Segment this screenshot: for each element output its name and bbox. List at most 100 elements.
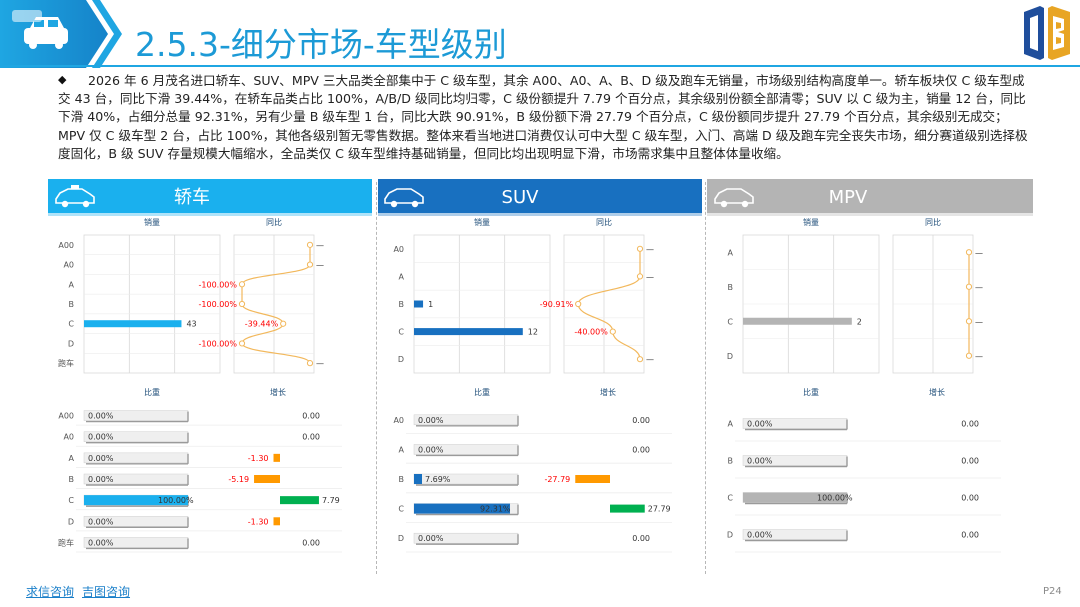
yoy-point — [609, 328, 616, 335]
page-title: 2.5.3-细分市场-车型级别 — [135, 25, 507, 64]
category-label: D — [398, 534, 404, 543]
share-value-label: 100.00% — [817, 494, 853, 503]
category-label: A — [69, 454, 75, 463]
header-chevron — [92, 0, 122, 68]
category-label: A0 — [393, 416, 404, 425]
category-label: A00 — [58, 412, 74, 421]
share-value-label: 7.69% — [425, 475, 451, 484]
growth-bar — [280, 496, 319, 505]
panel-mpv-chart-svg: MPV销量同比比重增长AABBCCDD2————0.00%0.00%100.00… — [707, 179, 1033, 553]
category-label: A — [399, 272, 405, 281]
yoy-point — [636, 356, 644, 363]
category-label: 跑车 — [58, 537, 74, 547]
growth-value-label: 0.00 — [632, 445, 650, 454]
growth-value-label: -1.30 — [248, 517, 269, 526]
panel-mpv-header-bar[interactable] — [707, 179, 1033, 213]
panel-divider — [705, 182, 706, 574]
growth-bar — [610, 504, 645, 513]
category-label: D — [727, 352, 733, 361]
brand-logo-icon — [1024, 6, 1070, 60]
taxi-car-icon — [55, 185, 95, 208]
growth-value-label: 0.00 — [632, 534, 650, 543]
yoy-point — [965, 352, 973, 359]
summary-paragraph: 2026 年 6 月茂名进口轿车、SUV、MPV 三大品类全部集中于 C 级车型… — [58, 73, 1028, 161]
panel-sedan-share-chart-title: 比重 — [144, 387, 160, 397]
panel-suv-header-bar[interactable] — [378, 179, 702, 213]
panel-mpv-yoy-chart-title: 同比 — [925, 217, 941, 227]
share-bar — [743, 492, 847, 503]
share-value-label: 100.00% — [158, 496, 194, 505]
growth-value-label: 0.00 — [302, 412, 320, 421]
share-value-label: 0.00% — [88, 538, 114, 547]
yoy-point — [965, 283, 973, 290]
category-label: D — [398, 355, 404, 364]
panel-mpv-sales-grid — [742, 234, 880, 374]
yoy-point — [238, 300, 246, 308]
category-label: 跑车 — [58, 358, 74, 368]
category-label: A0 — [63, 433, 74, 442]
share-value-label: 0.00% — [88, 454, 114, 463]
panel-sedan-header-bar[interactable] — [48, 179, 372, 213]
yoy-value-label: — — [316, 241, 324, 250]
growth-value-label: 0.00 — [961, 420, 979, 429]
category-label: A — [728, 248, 734, 257]
panel-suv-growth-chart-title: 增长 — [600, 387, 616, 397]
share-value-label: 0.00% — [418, 534, 444, 543]
footer-link-qiuxin[interactable]: 求信咨询 — [26, 585, 75, 599]
yoy-value-label: — — [316, 359, 324, 368]
yoy-value-label: -40.00% — [574, 328, 608, 337]
sales-value-label: 2 — [857, 317, 862, 326]
panel-suv-sales-grid — [413, 234, 551, 374]
sales-value-label: 43 — [186, 320, 196, 329]
growth-value-label: 0.00 — [632, 416, 650, 425]
growth-value-label: 27.79 — [648, 505, 671, 514]
bullet-icon: ◆ — [58, 73, 67, 86]
category-label: C — [398, 328, 404, 337]
panel-suv-share-chart-title: 比重 — [474, 387, 490, 397]
share-value-label: 0.00% — [747, 457, 773, 466]
growth-bar — [273, 517, 280, 526]
growth-value-label: 0.00 — [302, 433, 320, 442]
yoy-point — [238, 281, 246, 288]
mpv-car-icon — [714, 188, 754, 208]
growth-value-label: 0.00 — [961, 457, 979, 466]
growth-bar — [254, 475, 280, 483]
category-label: C — [727, 494, 733, 503]
category-label: B — [69, 475, 75, 484]
panel-mpv-title: MPV — [829, 187, 868, 208]
sales-bar — [743, 317, 852, 325]
yoy-value-label: -39.44% — [245, 320, 279, 329]
sales-bar — [414, 300, 424, 308]
category-label: C — [68, 496, 74, 505]
category-label: D — [68, 339, 74, 348]
growth-value-label: -5.19 — [228, 475, 249, 484]
panel-mpv-share-chart-title: 比重 — [803, 387, 819, 397]
yoy-value-label: -90.91% — [540, 300, 574, 309]
yoy-value-label: — — [646, 355, 654, 364]
yoy-point — [636, 273, 644, 280]
category-label: C — [727, 317, 733, 326]
share-value-label: 0.00% — [418, 445, 444, 454]
yoy-point — [280, 320, 287, 327]
category-label: A0 — [393, 245, 404, 254]
yoy-point — [636, 245, 644, 252]
yoy-value-label: — — [975, 317, 983, 326]
sales-bar — [84, 320, 182, 328]
share-value-label: 92.31% — [480, 505, 511, 514]
sales-value-label: 1 — [428, 300, 433, 309]
panel-mpv-sales-chart-title: 销量 — [803, 217, 819, 227]
yoy-point — [965, 249, 973, 256]
category-label: A0 — [63, 261, 74, 270]
panel-suv-yoy-grid — [563, 234, 645, 374]
share-bar — [414, 503, 511, 514]
share-bar — [84, 495, 188, 506]
panel-suv-yoy-chart-title: 同比 — [596, 217, 612, 227]
growth-bar — [575, 475, 610, 483]
yoy-value-label: — — [316, 261, 324, 270]
category-label: D — [727, 531, 733, 540]
panel-suv-title: SUV — [502, 187, 540, 208]
panel-sedan-chart-svg: 轿车销量同比比重增长A00A00A0A0AABBCCDD跑车跑车43——-100… — [48, 179, 372, 553]
category-label: A00 — [58, 241, 74, 250]
yoy-value-label: -100.00% — [199, 339, 238, 348]
footer-link-jitu[interactable]: 吉图咨询 — [82, 585, 131, 599]
